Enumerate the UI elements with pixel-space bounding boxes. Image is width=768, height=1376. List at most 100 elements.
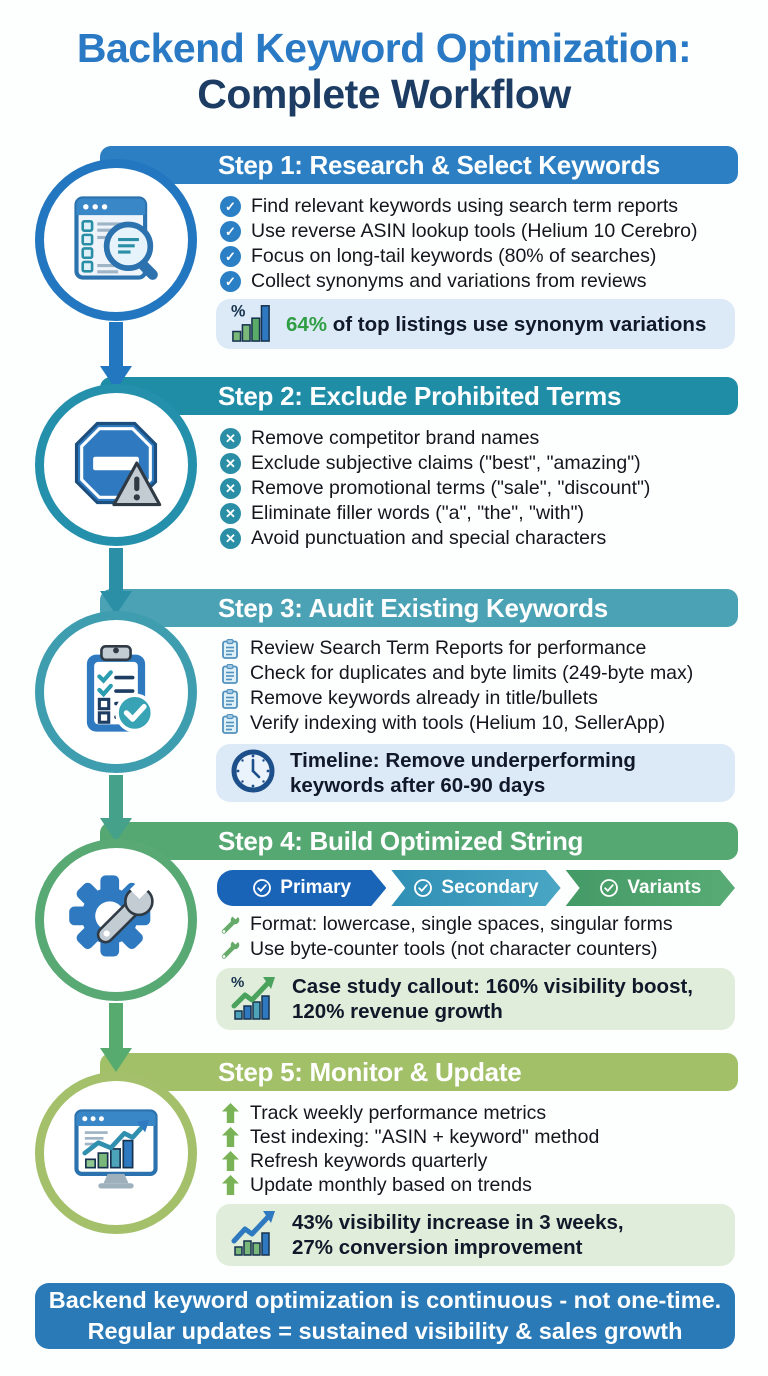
step1-stat-callout: % 64% of top listings use synonym variat…: [216, 299, 735, 349]
list-item: ✓ Use reverse ASIN lookup tools (Helium 1…: [220, 219, 740, 244]
list-item-text: Format: lowercase, single spaces, singul…: [250, 913, 673, 935]
footer-banner: Backend keyword optimization is continuo…: [35, 1283, 735, 1349]
step3-list: Review Search Term Reports for performan…: [220, 636, 740, 736]
list-item-text: Refresh keywords quarterly: [250, 1149, 488, 1172]
list-item-text: Remove promotional terms ("sale", "disco…: [251, 477, 651, 499]
check-ring-icon: [599, 878, 619, 898]
chevron-primary: Primary: [217, 870, 386, 906]
page-title-line1: Backend Keyword Optimization:: [76, 25, 692, 71]
clock-icon: [230, 748, 276, 799]
step1-circle: [35, 159, 197, 321]
step4-circle: [35, 839, 197, 1001]
callout-text: Timeline: Remove underperforming keyword…: [290, 749, 636, 797]
list-item-text: Focus on long-tail keywords (80% of sear…: [251, 245, 657, 267]
list-item: Check for duplicates and byte limits (24…: [220, 661, 740, 686]
list-item: ✕ Exclude subjective claims ("best", "ama…: [220, 451, 740, 476]
list-item: ✕ Avoid punctuation and special character…: [220, 526, 740, 551]
growth-chart-icon: [230, 1209, 278, 1262]
footer-line2: Regular updates = sustained visibility &…: [87, 1318, 683, 1344]
list-item-text: Collect synonyms and variations from rev…: [251, 270, 647, 292]
chevron-label: Variants: [627, 877, 702, 898]
step5-header: Step 5: Monitor & Update: [100, 1053, 738, 1091]
list-item-text: Check for duplicates and byte limits (24…: [250, 662, 694, 684]
up-arrow-icon: [220, 1175, 240, 1195]
list-item: Format: lowercase, single spaces, singul…: [220, 912, 740, 937]
list-item: ✓Collect synonyms and variations from re…: [220, 269, 740, 294]
step3-timeline-callout: Timeline: Remove underperforming keyword…: [216, 744, 735, 802]
flow-arrow-1-icon: [100, 322, 132, 390]
check-circle-icon: ✓: [220, 196, 241, 217]
step2-list: ✕ Remove competitor brand names ✕ Exclude …: [220, 426, 740, 551]
step2-circle: [35, 384, 197, 546]
list-item: Track weekly performance metrics: [220, 1101, 740, 1125]
step2-header: Step 2: Exclude Prohibited Terms: [100, 377, 738, 415]
stop-sign-warning-icon: [64, 411, 168, 520]
check-circle-icon: ✓: [220, 221, 241, 242]
growth-chart-percent-icon: %: [230, 973, 278, 1026]
chevron-label: Secondary: [441, 877, 539, 898]
callout-highlight: 64%: [286, 312, 328, 336]
list-item: Update monthly based on trends: [220, 1173, 740, 1197]
footer-line1: Backend keyword optimization is continuo…: [48, 1287, 722, 1314]
step1-list: ✓Find relevant keywords using search ter…: [220, 194, 740, 294]
keyword-priority-flow: Primary Secondary Variants: [217, 870, 735, 906]
list-item: ✕ Remove competitor brand names: [220, 426, 740, 451]
svg-text:%: %: [231, 302, 245, 320]
svg-text:%: %: [231, 974, 244, 991]
flow-arrow-2-icon: [100, 548, 132, 615]
list-item-text: Avoid punctuation and special characters: [251, 527, 607, 549]
list-item-text: Track weekly performance metrics: [250, 1101, 547, 1124]
step4-list: Format: lowercase, single spaces, singul…: [220, 912, 740, 962]
chevron-label: Primary: [280, 877, 352, 898]
list-item: Verify indexing with tools (Helium 10, S…: [220, 711, 740, 736]
clipboard-icon: [220, 638, 240, 659]
list-item: Refresh keywords quarterly: [220, 1149, 740, 1173]
clipboard-icon: [220, 688, 240, 709]
callout-text: Case study callout: 160% visibility boos…: [292, 975, 694, 1023]
bar-chart-percent-icon: %: [230, 302, 272, 347]
list-item-text: Update monthly based on trends: [250, 1173, 532, 1196]
list-item: Review Search Term Reports for performan…: [220, 636, 740, 661]
x-circle-icon: ✕: [220, 528, 241, 549]
step1-header: Step 1: Research & Select Keywords: [100, 146, 738, 184]
step5-list: Track weekly performance metrics Test in…: [220, 1101, 740, 1197]
flow-arrow-4-icon: [100, 1003, 132, 1072]
list-item-text: Exclude subjective claims ("best", "amaz…: [251, 452, 641, 474]
gear-wrench-icon: [64, 866, 168, 975]
chevron-variants: Variants: [566, 870, 735, 906]
list-item-text: Remove competitor brand names: [251, 427, 540, 449]
list-item: ✓Find relevant keywords using search ter…: [220, 194, 740, 219]
callout-text: 43% visibility increase in 3 weeks, 27% …: [292, 1211, 624, 1259]
step5-circle: [35, 1072, 197, 1234]
list-item: Use byte-counter tools (not character co…: [220, 937, 740, 962]
clipboard-check-icon: [64, 638, 168, 747]
document-search-icon: [64, 186, 168, 295]
list-item-text: Review Search Term Reports for performan…: [250, 637, 647, 659]
up-arrow-icon: [220, 1103, 240, 1123]
list-item: Test indexing: "ASIN + keyword" method: [220, 1125, 740, 1149]
list-item: ✕Remove promotional terms ("sale", "disc…: [220, 476, 740, 501]
list-item-text: Use reverse ASIN lookup tools (Helium 10…: [251, 220, 698, 242]
x-circle-icon: ✕: [220, 453, 241, 474]
up-arrow-icon: [220, 1127, 240, 1147]
list-item: Remove keywords already in title/bullets: [220, 686, 740, 711]
up-arrow-icon: [220, 1151, 240, 1171]
check-ring-icon: [413, 878, 433, 898]
x-circle-icon: ✕: [220, 503, 241, 524]
step5-results-callout: 43% visibility increase in 3 weeks, 27% …: [216, 1204, 735, 1266]
list-item-text: Use byte-counter tools (not character co…: [250, 938, 658, 960]
list-item-text: Remove keywords already in title/bullets: [250, 687, 598, 709]
list-item: ✓ Focus on long-tail keywords (80% of sea…: [220, 244, 740, 269]
check-circle-icon: ✓: [220, 246, 241, 267]
step3-circle: [35, 611, 197, 773]
chevron-secondary: Secondary: [391, 870, 560, 906]
step4-case-study-callout: % Case study callout: 160% visibility bo…: [216, 968, 735, 1030]
wrench-icon: [220, 914, 240, 935]
step4-header: Step 4: Build Optimized String: [100, 822, 738, 860]
page-title-line2: Complete Workflow: [197, 70, 571, 117]
list-item-text: Eliminate filler words ("a", "the", "wit…: [251, 502, 585, 524]
x-circle-icon: ✕: [220, 428, 241, 449]
step3-header: Step 3: Audit Existing Keywords: [100, 589, 738, 627]
monitor-chart-icon: [64, 1099, 168, 1208]
list-item-text: Test indexing: "ASIN + keyword" method: [250, 1125, 600, 1148]
